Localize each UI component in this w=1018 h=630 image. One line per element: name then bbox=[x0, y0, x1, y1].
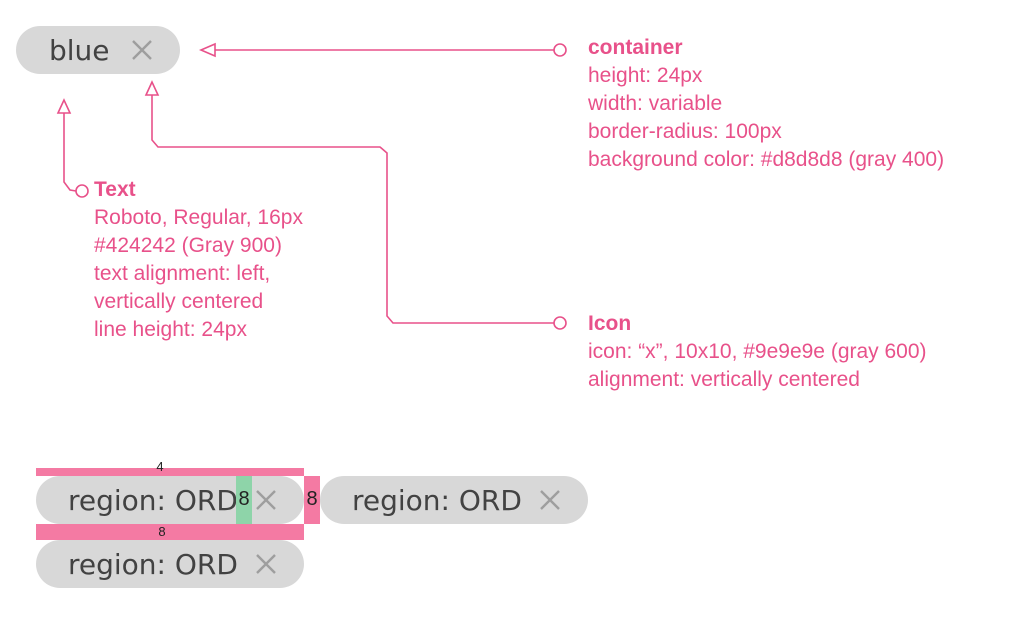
icon-connector bbox=[151, 95, 554, 324]
bottom-spacing-value: 8 bbox=[158, 524, 166, 539]
top-spacing-value: 4 bbox=[156, 459, 164, 474]
text-note-title: Text bbox=[94, 178, 136, 201]
side-spacing-marker bbox=[304, 476, 320, 524]
chip-region[interactable]: region: ORD bbox=[36, 540, 304, 588]
container-note: container height: 24px width: variable b… bbox=[588, 34, 944, 174]
close-icon[interactable] bbox=[256, 490, 276, 510]
icon-gap-value: 8 bbox=[238, 488, 250, 510]
chip-region-label: region: ORD bbox=[68, 547, 238, 581]
chip-demo-label: blue bbox=[49, 33, 110, 67]
icon-gap-marker bbox=[236, 476, 252, 524]
close-icon[interactable] bbox=[540, 490, 560, 510]
text-connector bbox=[63, 113, 77, 192]
icon-note-line: alignment: vertically centered bbox=[588, 368, 860, 391]
icon-note-title: Icon bbox=[588, 312, 632, 335]
container-note-title: container bbox=[588, 36, 683, 59]
text-note-line: Roboto, Regular, 16px bbox=[94, 206, 303, 229]
chip-region[interactable]: region: ORD bbox=[36, 476, 304, 524]
bottom-spacing-marker bbox=[36, 524, 304, 540]
close-icon[interactable] bbox=[131, 40, 152, 60]
icon-arrowhead bbox=[144, 80, 160, 96]
icon-note: Icon icon: “x”, 10x10, #9e9e9e (gray 600… bbox=[588, 310, 927, 394]
container-note-line: background color: #d8d8d8 (gray 400) bbox=[588, 148, 945, 171]
top-spacing-marker bbox=[36, 468, 304, 476]
container-note-line: height: 24px bbox=[588, 64, 703, 87]
container-note-line: width: variable bbox=[588, 92, 723, 115]
chip-demo[interactable]: blue bbox=[16, 26, 180, 74]
text-arrowhead bbox=[56, 98, 72, 114]
text-note-line: vertically centered bbox=[94, 290, 264, 313]
text-note-line: #424242 (Gray 900) bbox=[94, 234, 282, 257]
icon-connector-dot bbox=[553, 316, 567, 330]
container-arrowhead bbox=[198, 42, 216, 58]
icon-note-line: icon: “x”, 10x10, #9e9e9e (gray 600) bbox=[588, 340, 927, 363]
chip-region[interactable]: region: ORD bbox=[320, 476, 588, 524]
text-connector-dot bbox=[75, 184, 89, 198]
close-icon[interactable] bbox=[256, 554, 276, 574]
text-note-line: text alignment: left, bbox=[94, 262, 271, 285]
chip-region-label: region: ORD bbox=[352, 483, 522, 517]
container-connector-dot bbox=[553, 43, 567, 57]
text-note-line: line height: 24px bbox=[94, 318, 247, 341]
side-spacing-value: 8 bbox=[306, 488, 318, 510]
container-note-line: border-radius: 100px bbox=[588, 120, 782, 143]
text-note: Text Roboto, Regular, 16px #424242 (Gray… bbox=[94, 176, 303, 344]
chip-region-label: region: ORD bbox=[68, 483, 238, 517]
